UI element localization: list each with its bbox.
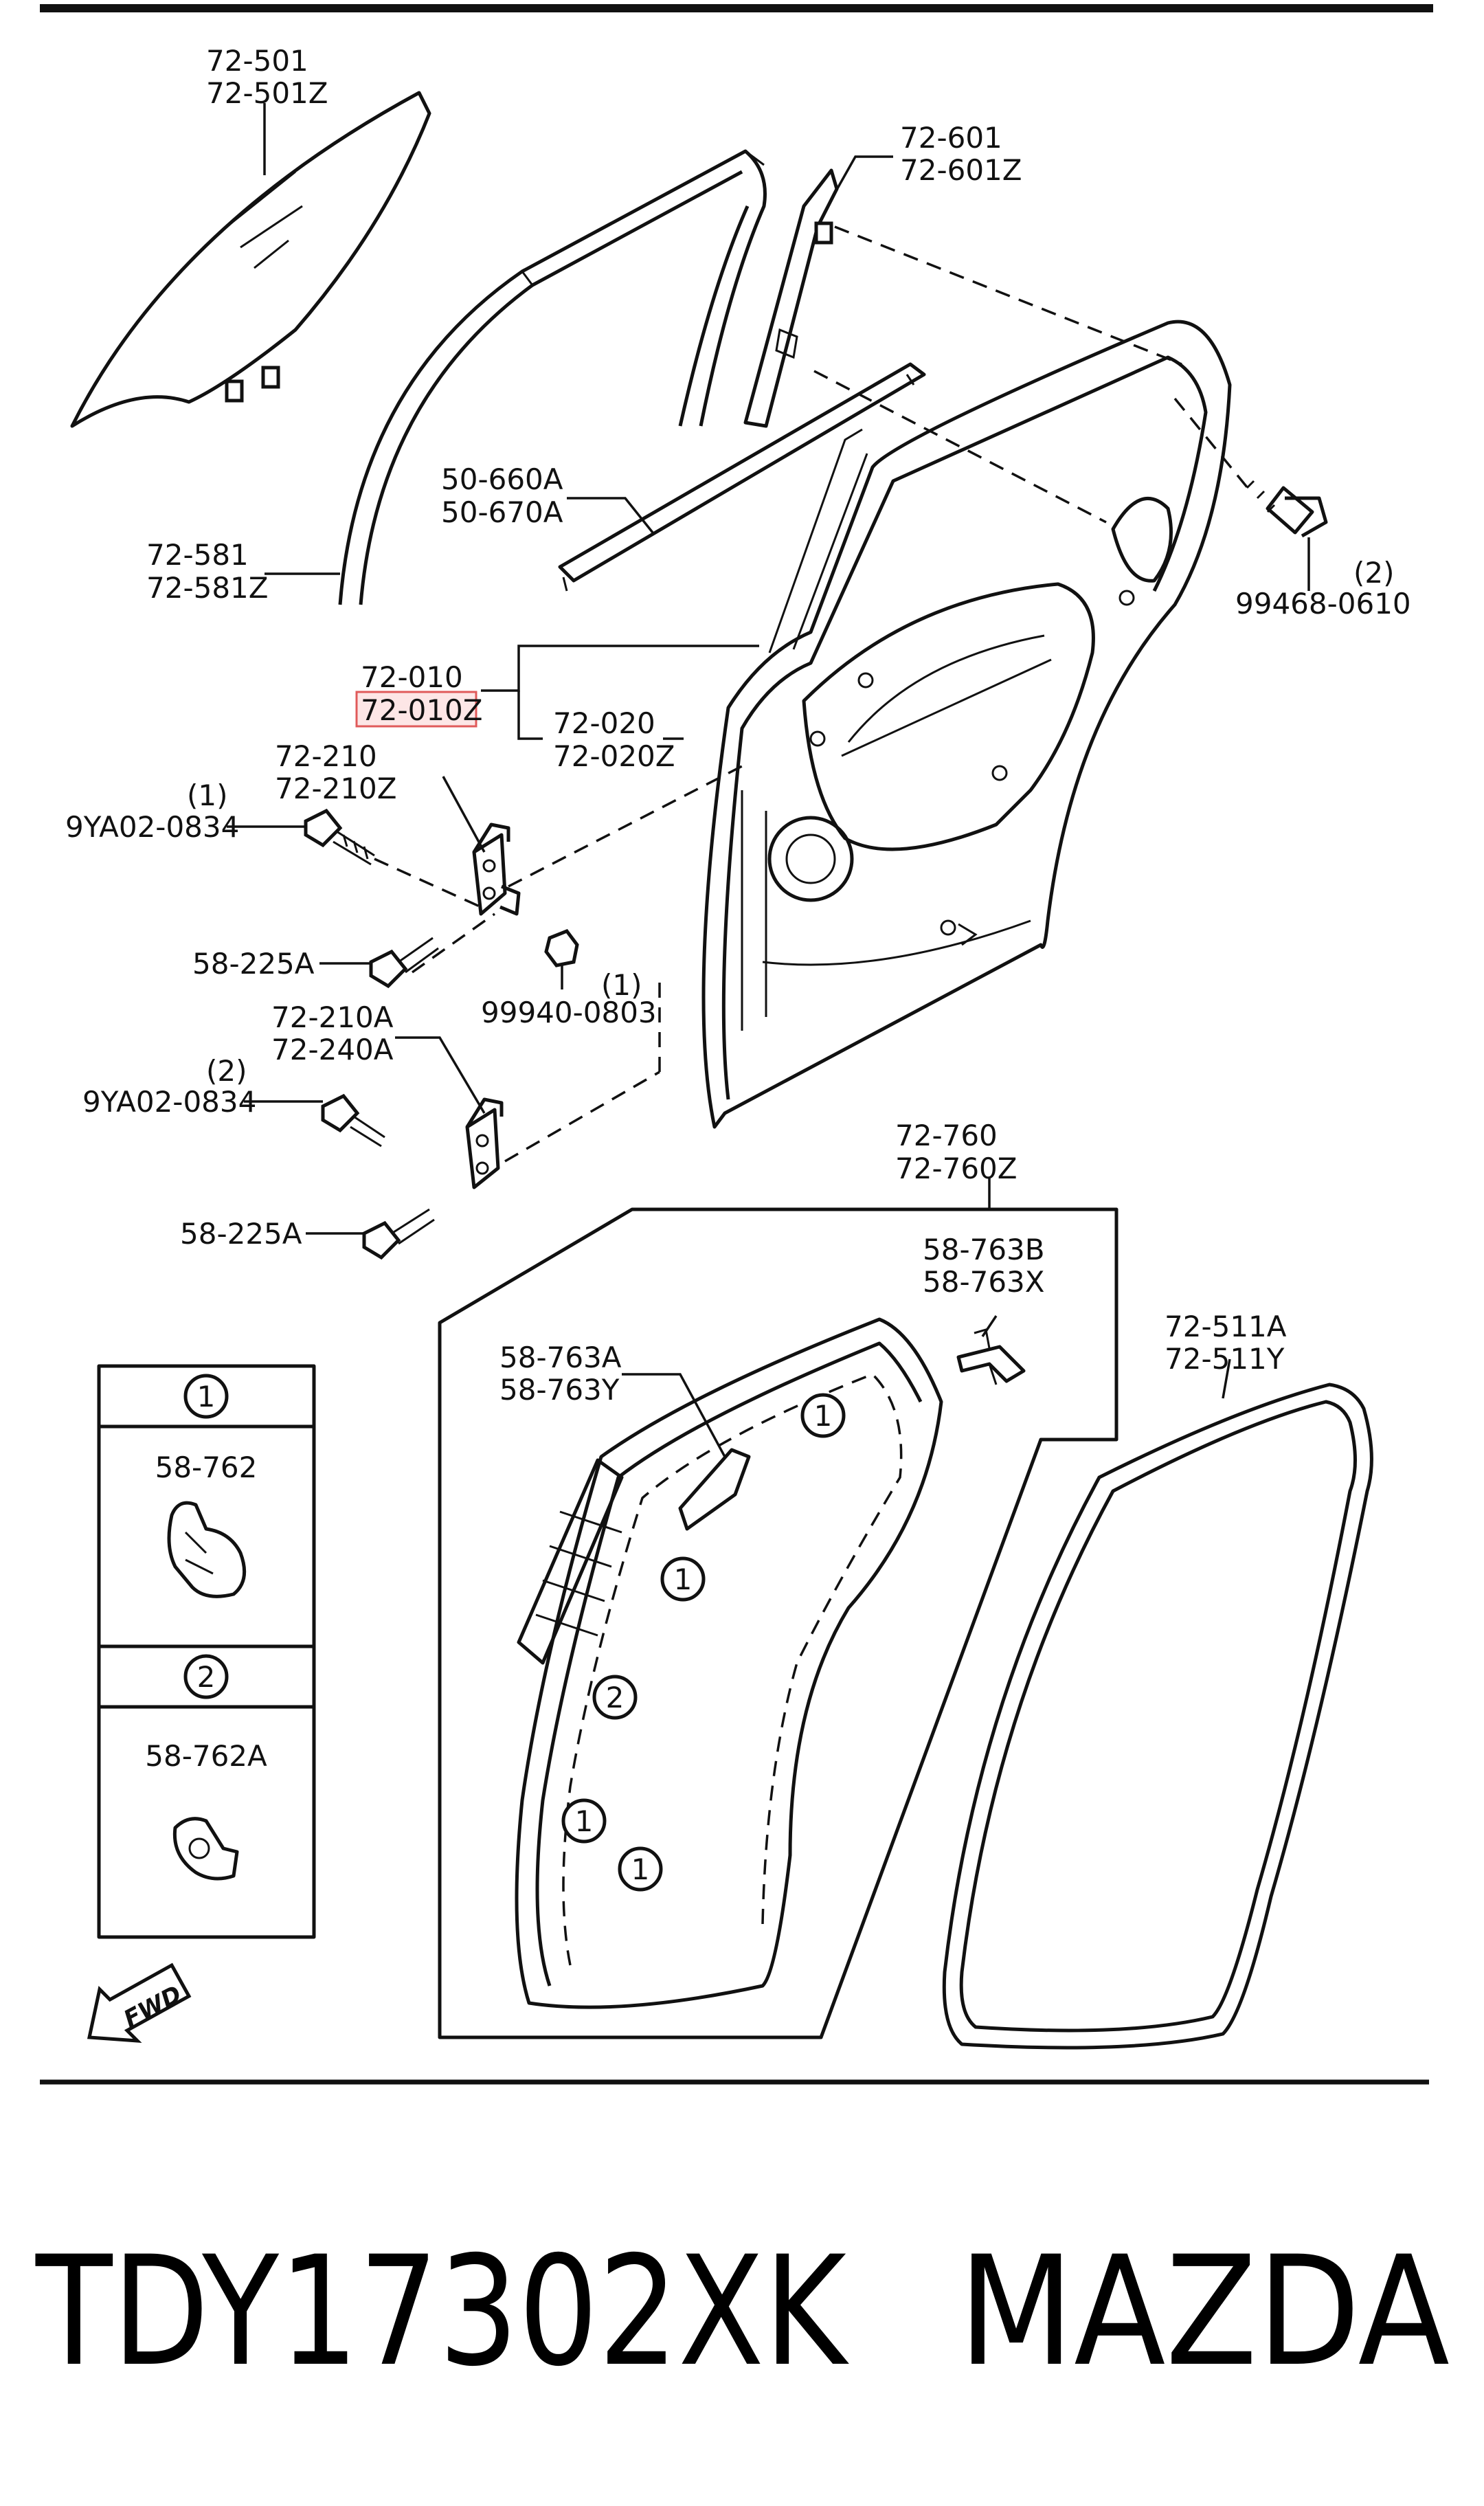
- label-72-501z: 72-501Z: [206, 76, 328, 110]
- sash-channel: [743, 168, 839, 428]
- label-72-210z: 72-210Z: [275, 772, 397, 805]
- callout-5: 1: [618, 1846, 663, 1892]
- label-9ya02-0834-b: 9YA02-0834: [82, 1085, 256, 1119]
- door-screen-box: [438, 1207, 1118, 2039]
- footer-brand: MAZDA: [958, 2224, 1450, 2399]
- door-glass: [70, 91, 431, 428]
- callout-2: 1: [660, 1556, 706, 1602]
- legend-table: [97, 1364, 316, 1939]
- label-9ya02-qty2: (2): [206, 1054, 247, 1088]
- svg-text:1: 1: [631, 1853, 650, 1886]
- label-72-760: 72-760: [895, 1119, 998, 1152]
- label-72-501: 72-501: [206, 44, 308, 78]
- door-seal-screen: [515, 1317, 943, 2009]
- label-72-010z: 72-010Z: [361, 693, 483, 727]
- callout-1: 1: [800, 1393, 846, 1438]
- hinge-bolt-lower: [321, 1093, 385, 1148]
- label-72-210a: 72-210A: [271, 1000, 394, 1034]
- label-9ya02-0834-a: 9YA02-0834: [65, 810, 239, 844]
- bolt-58-225a-lower: [362, 1208, 435, 1260]
- label-72-511y: 72-511Y: [1165, 1342, 1285, 1376]
- callout-3: 2: [592, 1675, 638, 1720]
- label-9ya02-qty1: (1): [187, 779, 228, 812]
- label-58-225a-a: 58-225A: [192, 947, 315, 981]
- door-panel: [701, 320, 1232, 1129]
- label-99940-qty: (1): [601, 968, 642, 1002]
- belt-moulding: [558, 362, 926, 592]
- label-72-511a: 72-511A: [1165, 1310, 1287, 1343]
- label-99468: 99468-0610: [1235, 587, 1411, 620]
- label-50-660a: 50-660A: [441, 462, 563, 496]
- label-58-763b: 58-763B: [923, 1233, 1045, 1266]
- clip-58-762a-icon: [172, 1817, 239, 1881]
- legend-part-1: 58-762: [155, 1451, 258, 1484]
- legend-text: 1 58-762 2 58-762A: [145, 1374, 267, 1773]
- label-72-240a: 72-240A: [271, 1033, 394, 1066]
- label-72-760z: 72-760Z: [895, 1152, 1018, 1185]
- footer-part-number: TDY17302XK: [35, 2224, 849, 2399]
- legend-head-2: 2: [197, 1660, 216, 1694]
- lower-hinge: [465, 1097, 504, 1189]
- label-72-020z: 72-020Z: [553, 739, 675, 773]
- svg-text:1: 1: [814, 1399, 833, 1433]
- leader-lines: [227, 103, 1231, 1457]
- label-58-225a-b: 58-225A: [180, 1217, 302, 1251]
- label-72-210: 72-210: [275, 739, 377, 773]
- bolt-58-225a-upper: [369, 937, 439, 989]
- label-99468-qty: (2): [1353, 556, 1395, 590]
- label-58-763a: 58-763A: [499, 1341, 622, 1374]
- label-58-763x: 58-763X: [923, 1265, 1045, 1299]
- label-72-581z: 72-581Z: [146, 571, 269, 605]
- svg-text:2: 2: [606, 1681, 625, 1714]
- assembly-lines: [374, 225, 1252, 1163]
- clip-58-762-icon: [167, 1501, 247, 1598]
- svg-text:1: 1: [575, 1804, 594, 1838]
- glass-run-channel: [338, 149, 767, 605]
- label-72-601z: 72-601Z: [900, 153, 1022, 187]
- label-72-581: 72-581: [146, 538, 249, 572]
- label-50-670a: 50-670A: [441, 495, 563, 529]
- part-labels: 72-501 72-501Z 72-601 72-601Z 50-660A 50…: [65, 44, 1411, 1407]
- callout-4: 1: [561, 1798, 607, 1844]
- label-72-010: 72-010: [361, 660, 463, 694]
- label-72-601: 72-601: [900, 121, 1002, 155]
- door-weatherstrip: [942, 1383, 1373, 2050]
- legend-part-2: 58-762A: [145, 1739, 267, 1773]
- label-58-763y: 58-763Y: [499, 1373, 620, 1407]
- nut-upper-hinge: [544, 928, 579, 967]
- fwd-arrow: FWD: [87, 1962, 192, 2043]
- legend-head-1: 1: [197, 1380, 216, 1413]
- upper-hinge: [472, 823, 521, 916]
- footer-caption: TDY17302XK MAZDA: [35, 2224, 1450, 2399]
- label-72-020: 72-020: [553, 706, 655, 740]
- callouts: 1 1 2 1 1: [561, 1393, 846, 1892]
- clip-58-763b: [956, 1328, 1026, 1385]
- bolt-99468: [1246, 480, 1328, 591]
- svg-text:1: 1: [674, 1563, 693, 1596]
- label-99940-0803: 99940-0803: [481, 996, 657, 1029]
- hinge-bolt-upper: [304, 808, 375, 866]
- highlight-box: [355, 691, 477, 728]
